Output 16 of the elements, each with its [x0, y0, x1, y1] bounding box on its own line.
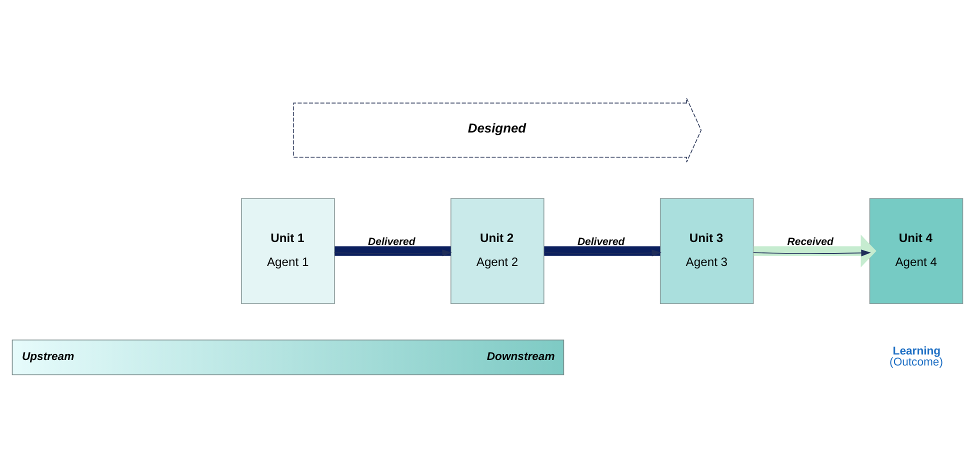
node-box: Upstream Downstream	[12, 340, 564, 376]
arrow	[544, 250, 662, 256]
arrow	[754, 234, 876, 268]
label: (Outcome)	[890, 356, 943, 369]
connector	[334, 246, 451, 256]
edge-label: Delivered	[368, 236, 416, 248]
node-box: Unit 2 Agent 2	[450, 198, 544, 304]
edge-label: Received	[787, 236, 834, 248]
label: Learning	[892, 345, 941, 358]
edge-label: Delivered	[577, 236, 625, 248]
node-box: Unit 4 Agent 4	[869, 198, 964, 304]
node-box: Unit 3 Agent 3	[660, 198, 754, 304]
connector	[544, 246, 660, 256]
arrow	[334, 249, 452, 256]
node-box: Unit 1 Agent 1	[241, 198, 335, 304]
arrow	[753, 250, 871, 256]
